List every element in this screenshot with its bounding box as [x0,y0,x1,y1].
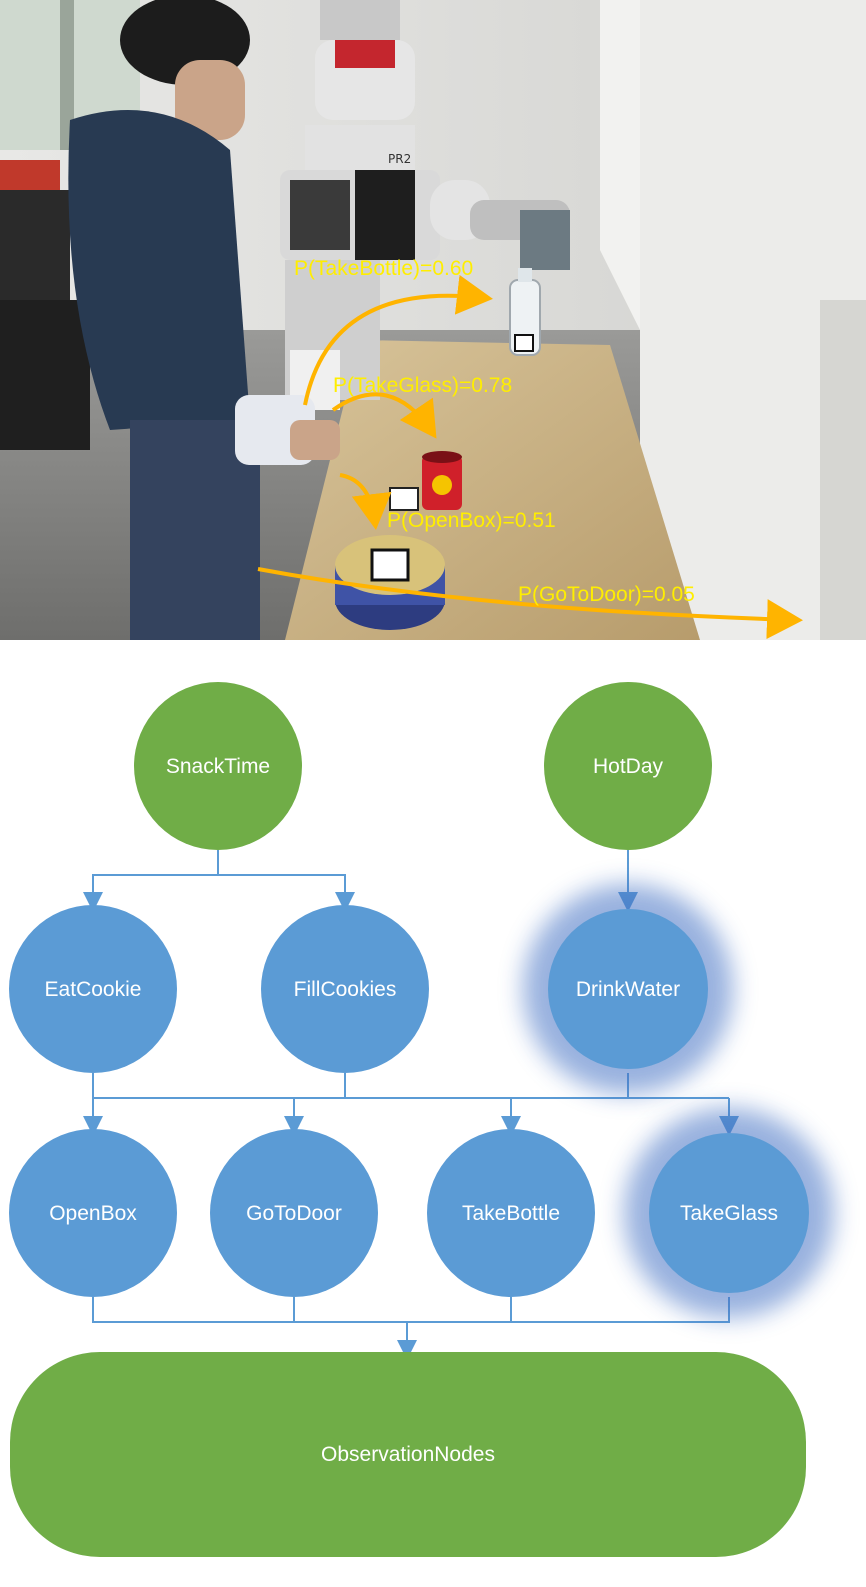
node-label-observation: ObservationNodes [321,1443,495,1466]
door-frame [820,300,866,640]
node-hotday: HotDay [544,682,712,850]
node-label-snacktime: SnackTime [166,755,270,778]
node-label-gotodoor: GoToDoor [246,1202,342,1225]
robot-scene-photo: PR2 P( [0,0,866,640]
edge-snacktime-eatcookie [83,850,219,912]
node-eatcookie: EatCookie [9,905,177,1073]
node-label-takeglass: TakeGlass [680,1202,778,1225]
node-takebottle: TakeBottle [427,1129,595,1297]
arrow-go-to-door [257,567,803,640]
robot-tag: PR2 [388,152,411,166]
arrow-open-box [339,473,392,530]
arrow-take-glass [331,392,437,439]
node-label-drinkwater: DrinkWater [576,978,680,1001]
water-bottle [509,268,541,356]
prob-label-go-to-door: P(GoToDoor)=0.05 [518,583,695,606]
node-label-eatcookie: EatCookie [45,978,142,1001]
red-glass [422,451,462,510]
node-drinkwater: DrinkWater [548,909,708,1069]
prediction-arrows [257,274,803,640]
node-observation: ObservationNodes [10,1352,806,1557]
node-label-openbox: OpenBox [49,1202,137,1225]
node-label-hotday: HotDay [593,755,664,778]
node-takeglass: TakeGlass [649,1133,809,1293]
node-snacktime: SnackTime [134,682,302,850]
node-fillcookies: FillCookies [261,905,429,1073]
node-label-fillcookies: FillCookies [294,978,397,1001]
prob-label-take-bottle: P(TakeBottle)=0.60 [294,257,473,280]
prob-label-take-glass: P(TakeGlass)=0.78 [333,374,512,397]
pr2-robot: PR2 [280,0,570,410]
node-gotodoor: GoToDoor [210,1129,378,1297]
node-openbox: OpenBox [9,1129,177,1297]
activity-network-diagram: SnackTime HotDay EatCookie FillCookies D… [9,682,834,1557]
ar-marker [389,487,419,511]
prob-label-open-box: P(OpenBox)=0.51 [387,509,556,532]
edge-snacktime-fillcookies [218,874,355,912]
arrow-take-bottle [303,274,493,406]
person [68,0,340,640]
edge-bus-observation [92,1297,730,1323]
node-label-takebottle: TakeBottle [462,1202,560,1225]
red-object [0,160,60,190]
